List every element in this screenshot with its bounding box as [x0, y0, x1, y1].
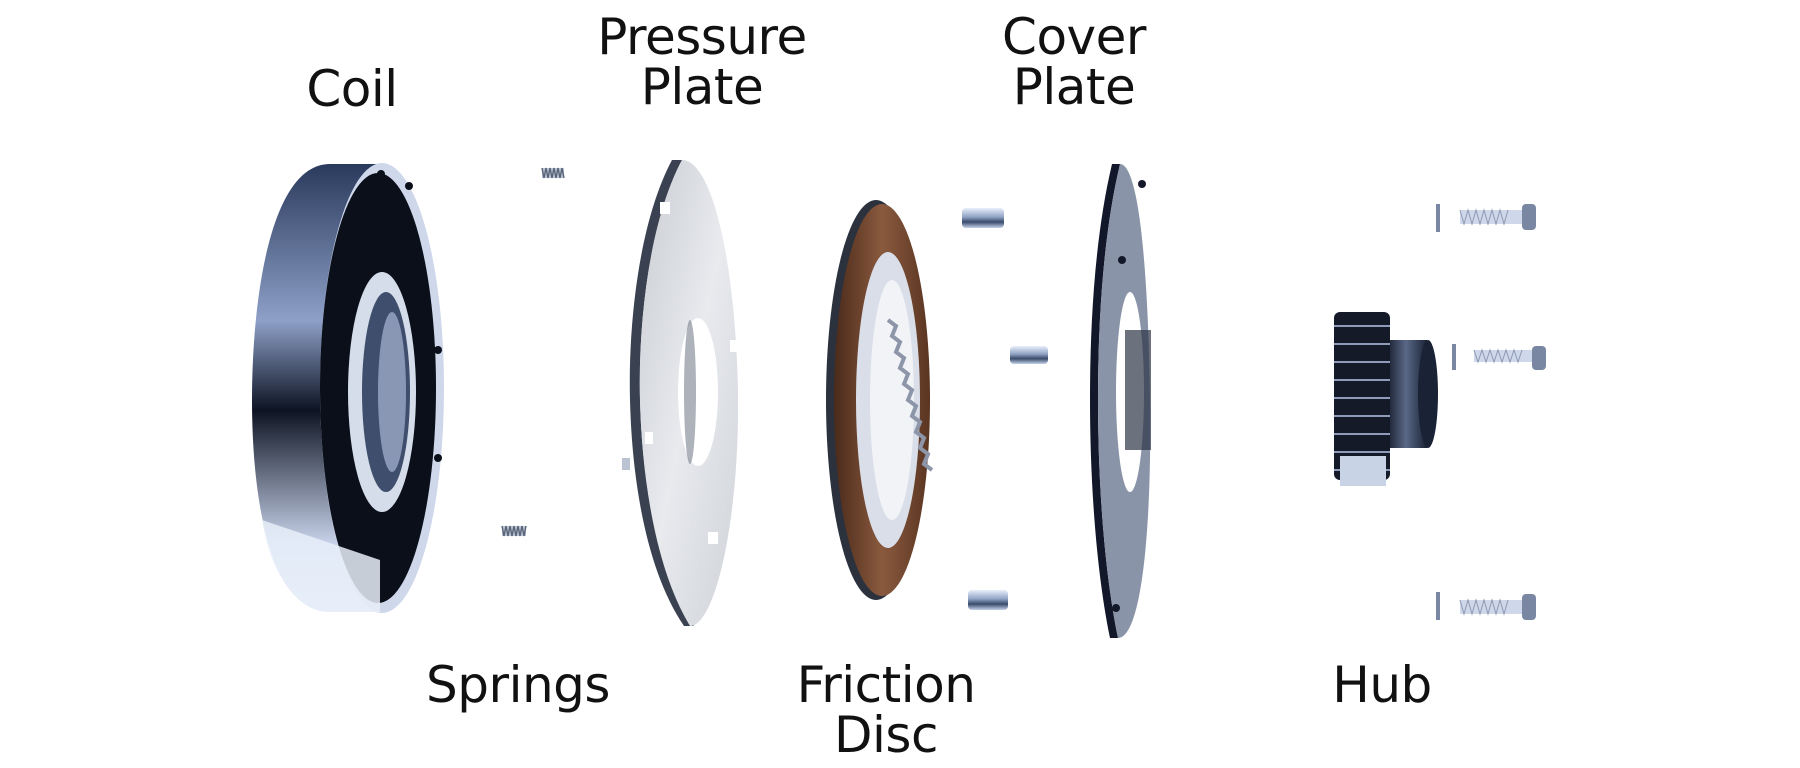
cover-plate-part: [1090, 164, 1151, 638]
friction-disc-part: [826, 200, 934, 600]
pressure-plate-part: [629, 160, 739, 626]
coil-part: [252, 163, 444, 613]
label-hub: Hub: [1332, 656, 1432, 714]
pin-top: [962, 208, 1004, 228]
label-cover-plate: Cover Plate: [1002, 8, 1146, 116]
pin-middle: [1010, 346, 1048, 364]
label-friction-disc: Friction Disc: [796, 656, 976, 764]
spring-small: [622, 458, 630, 470]
spring-top: [541, 167, 565, 179]
pin-bottom: [968, 590, 1008, 610]
label-springs: Springs: [426, 656, 610, 714]
label-pressure-plate: Pressure Plate: [597, 8, 807, 116]
spring-bottom: [501, 525, 527, 537]
screw-bottom: [1436, 592, 1536, 620]
screw-middle: [1452, 344, 1546, 370]
hub-part: [1334, 312, 1438, 486]
label-coil: Coil: [306, 60, 398, 118]
screw-top: [1436, 204, 1536, 232]
